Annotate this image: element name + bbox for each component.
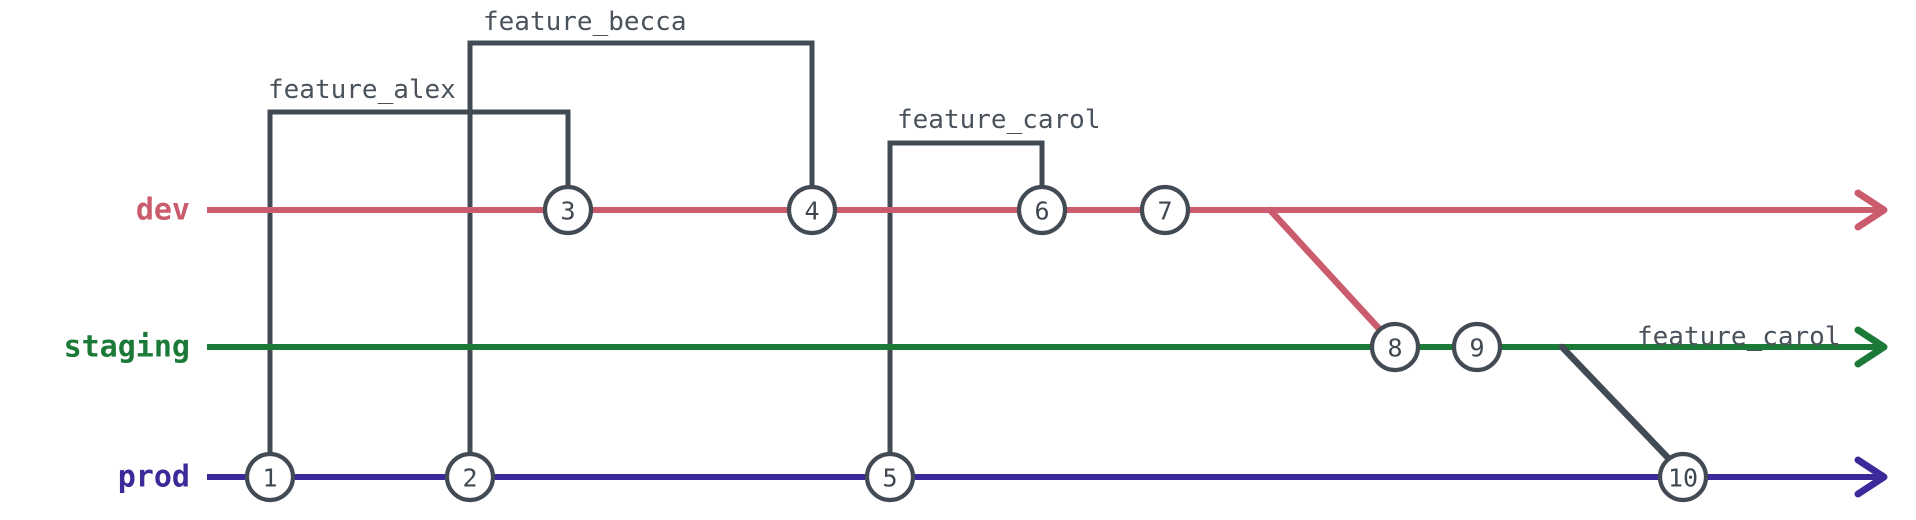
commit-circle-3[interactable] <box>542 184 594 236</box>
lane-staging <box>207 326 1888 368</box>
branch-lane-lines <box>207 189 1888 498</box>
commit-node-4[interactable]: 4 <box>786 184 838 236</box>
branch-label-feature_becca: feature_becca <box>483 7 687 37</box>
feature-branch-rail-feature_becca <box>467 40 815 477</box>
commit-circle-5[interactable] <box>864 451 916 503</box>
commit-node-5[interactable]: 5 <box>864 451 916 503</box>
lane-label-prod: prod <box>118 460 190 495</box>
commit-node-8[interactable]: 8 <box>1369 321 1421 373</box>
commit-circle-9[interactable] <box>1451 321 1503 373</box>
arrow-head-staging <box>1854 326 1888 368</box>
commit-circle-1[interactable] <box>244 451 296 503</box>
merge-line-dev-to-staging <box>1266 206 1387 337</box>
lane-label-staging: staging <box>64 330 190 365</box>
feature-branch-rail-feature_carol <box>887 140 1045 477</box>
lane-label-dev: dev <box>136 193 190 228</box>
arrow-head-prod <box>1854 456 1888 498</box>
feature-branch-labels: feature_alexfeature_beccafeature_carolfe… <box>268 7 1841 352</box>
commit-circle-7[interactable] <box>1139 184 1191 236</box>
commit-circle-4[interactable] <box>786 184 838 236</box>
commit-node-6[interactable]: 6 <box>1016 184 1068 236</box>
commit-number-5: 5 <box>882 464 897 493</box>
rail-path <box>467 40 815 477</box>
commit-node-9[interactable]: 9 <box>1451 321 1503 373</box>
commit-node-1[interactable]: 1 <box>244 451 296 503</box>
commit-number-3: 3 <box>560 197 575 226</box>
commit-node-7[interactable]: 7 <box>1139 184 1191 236</box>
commit-circle-2[interactable] <box>444 451 496 503</box>
commit-circle-8[interactable] <box>1369 321 1421 373</box>
commit-node-2[interactable]: 2 <box>444 451 496 503</box>
feature-branch-rails <box>267 40 1045 477</box>
commit-circle-6[interactable] <box>1016 184 1068 236</box>
commit-number-9: 9 <box>1469 334 1484 363</box>
rail-path <box>887 140 1045 477</box>
commit-number-8: 8 <box>1387 334 1402 363</box>
commit-node-3[interactable]: 3 <box>542 184 594 236</box>
commit-nodes: 1 2 3 4 5 6 7 8 9 10 <box>244 184 1709 503</box>
feature-branch-rail-feature_alex <box>267 109 571 477</box>
commit-number-6: 6 <box>1034 197 1049 226</box>
branch-label-feature_alex: feature_alex <box>268 75 456 105</box>
diagonal-branch-line-staging-to-prod-feature-carol <box>1558 343 1676 466</box>
commit-number-7: 7 <box>1157 197 1172 226</box>
rail-path <box>267 109 571 477</box>
commit-number-2: 2 <box>462 464 477 493</box>
commit-number-10: 10 <box>1668 464 1698 493</box>
commit-number-4: 4 <box>804 197 819 226</box>
branch-label-feature_carol: feature_carol <box>897 105 1101 135</box>
commit-number-1: 1 <box>262 464 277 493</box>
branch-label-staging-to-prod-feature-carol: feature_carol <box>1637 322 1841 352</box>
commit-circle-10[interactable] <box>1657 451 1709 503</box>
commit-node-10[interactable]: 10 <box>1657 451 1709 503</box>
arrow-head-dev <box>1854 189 1888 231</box>
merge-connectors <box>1266 206 1676 466</box>
branch-lane-labels: dev staging prod <box>64 193 190 495</box>
